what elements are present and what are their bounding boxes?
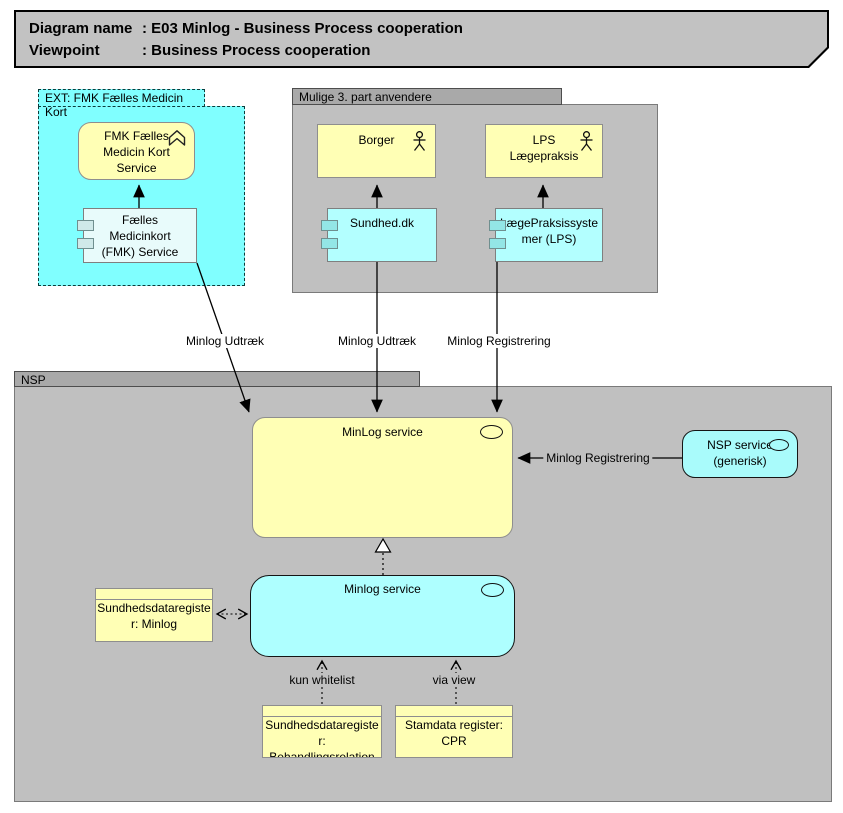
group-ext-tab[interactable]: EXT: FMK Fælles Medicin Kort bbox=[38, 89, 205, 119]
node-sdr-minlog-label: Sundhedsdataregiste r: Minlog bbox=[97, 601, 211, 631]
node-lps-component-label: LægePraksissyste mer (LPS) bbox=[499, 216, 599, 246]
node-minlog-service-lower[interactable]: Minlog service bbox=[250, 575, 515, 657]
edge-label-sundhed-udtraek: Minlog Udtræk bbox=[334, 334, 420, 348]
group-ext-label: EXT: FMK Fælles Medicin Kort bbox=[45, 91, 184, 119]
node-sdr-minlog[interactable]: Sundhedsdataregiste r: Minlog bbox=[95, 588, 213, 642]
edge-label-nsp-registrering: Minlog Registrering bbox=[543, 451, 653, 465]
node-fmk-component[interactable]: Fælles Medicinkort (FMK) Service bbox=[77, 208, 197, 263]
node-lps-actor[interactable]: LPS Lægepraksis bbox=[485, 124, 603, 178]
diagram-name-label: Diagram name bbox=[29, 20, 133, 37]
group-mulige-label: Mulige 3. part anvendere bbox=[299, 90, 432, 104]
group-mulige-tab[interactable]: Mulige 3. part anvendere bbox=[292, 88, 562, 105]
edge-label-lps-registrering: Minlog Registrering bbox=[444, 334, 554, 348]
group-nsp-tab[interactable]: NSP bbox=[14, 371, 420, 387]
group-nsp-label: NSP bbox=[21, 373, 46, 387]
node-fmk-service[interactable]: FMK Fælles Medicin Kort Service bbox=[78, 122, 195, 180]
diagram-name-value: : E03 Minlog - Business Process cooperat… bbox=[142, 20, 463, 37]
node-stamdata-cpr[interactable]: Stamdata register: CPR bbox=[395, 705, 513, 758]
node-sdr-behandling[interactable]: Sundhedsdataregiste r: Behandlingsrelati… bbox=[262, 705, 382, 758]
edge-label-fmk-udtraek: Minlog Udtræk bbox=[182, 334, 268, 348]
node-lps-actor-label: LPS Lægepraksis bbox=[509, 133, 579, 163]
node-stamdata-cpr-label: Stamdata register: CPR bbox=[404, 718, 504, 748]
edge-label-via-view: via view bbox=[429, 673, 479, 687]
component-icon bbox=[77, 220, 94, 231]
diagram-title-box: Diagram name : E03 Minlog - Business Proc… bbox=[14, 10, 829, 68]
edge-label-kun-whitelist: kun whitelist bbox=[286, 673, 358, 687]
node-minlog-service-upper[interactable]: MinLog service bbox=[252, 417, 513, 538]
node-borger-label: Borger bbox=[358, 133, 395, 147]
viewpoint-row: Viewpoint : Business Process cooperation bbox=[29, 40, 827, 62]
data-object-bar bbox=[396, 706, 512, 717]
node-sundhed-dk-label: Sundhed.dk bbox=[349, 216, 415, 230]
node-sundhed-dk[interactable]: Sundhed.dk bbox=[321, 208, 437, 262]
component-icon bbox=[489, 238, 506, 249]
component-icon bbox=[321, 220, 338, 231]
diagram-name-row: Diagram name : E03 Minlog - Business Proc… bbox=[29, 18, 827, 40]
node-minlog-service-upper-label: MinLog service bbox=[342, 425, 423, 439]
node-fmk-service-label: FMK Fælles Medicin Kort Service bbox=[103, 129, 170, 175]
component-icon bbox=[489, 220, 506, 231]
node-sdr-behandling-label: Sundhedsdataregiste r: Behandlingsrelati… bbox=[265, 718, 379, 758]
node-nsp-service-label: NSP service (generisk) bbox=[707, 438, 773, 468]
component-icon bbox=[321, 238, 338, 249]
node-fmk-component-label: Fælles Medicinkort (FMK) Service bbox=[101, 213, 179, 259]
node-lps-component[interactable]: LægePraksissyste mer (LPS) bbox=[489, 208, 603, 262]
viewpoint-value: : Business Process cooperation bbox=[142, 42, 371, 59]
diagram-title-inner: Diagram name : E03 Minlog - Business Proc… bbox=[16, 12, 827, 66]
node-borger[interactable]: Borger bbox=[317, 124, 436, 178]
viewpoint-label: Viewpoint bbox=[29, 42, 100, 59]
node-minlog-service-lower-label: Minlog service bbox=[344, 582, 421, 596]
data-object-bar bbox=[263, 706, 381, 717]
component-icon bbox=[77, 238, 94, 249]
data-object-bar bbox=[96, 589, 212, 600]
node-nsp-service[interactable]: NSP service (generisk) bbox=[682, 430, 798, 478]
